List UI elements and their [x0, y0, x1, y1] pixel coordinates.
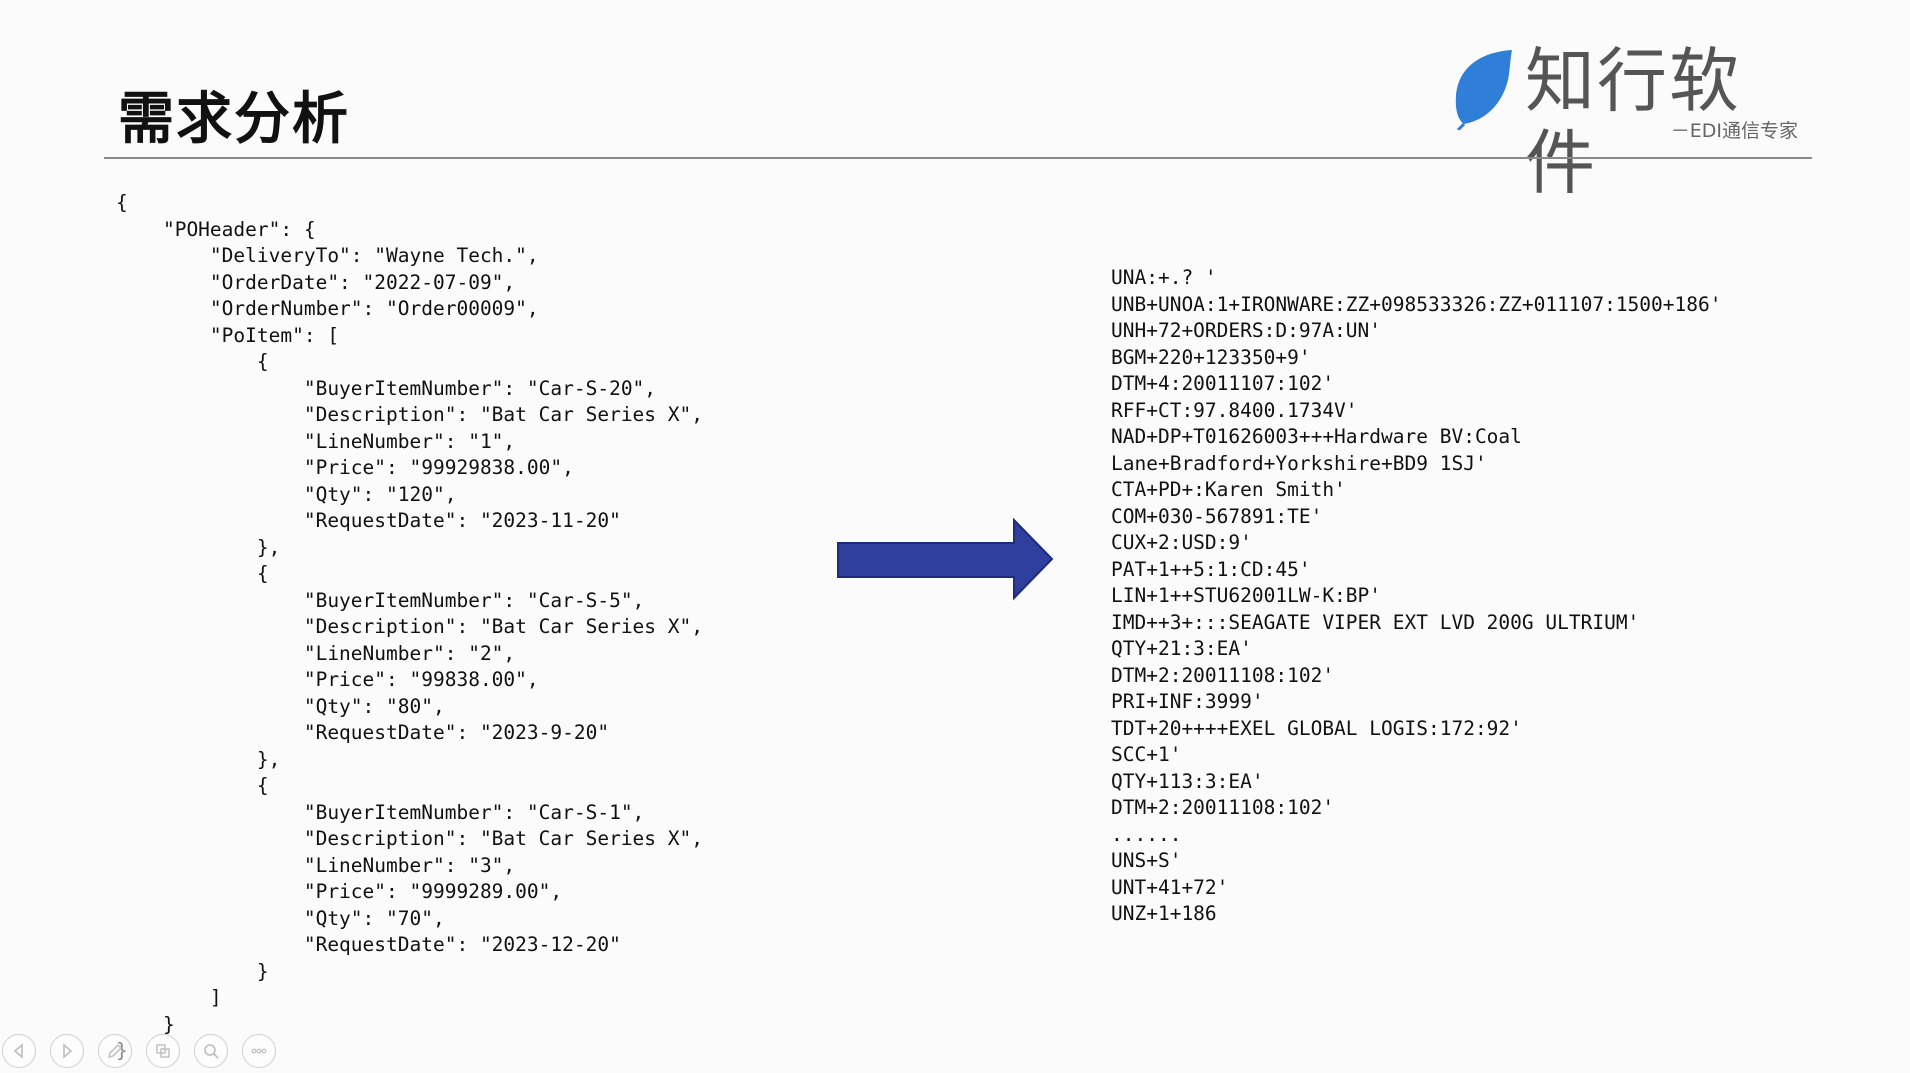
zoom-button[interactable] — [194, 1034, 228, 1068]
next-slide-button[interactable] — [50, 1034, 84, 1068]
json-code-line: "BuyerItemNumber": "Car-S-5", — [116, 588, 645, 612]
json-code-line: "Qty": "80", — [116, 694, 445, 718]
more-options-button[interactable] — [242, 1034, 276, 1068]
edi-code-line: CUX+2:USD:9' — [1111, 531, 1252, 554]
json-code-line: "POHeader": { — [116, 217, 316, 241]
json-code-line: "LineNumber": "1", — [116, 429, 516, 453]
slide-overview-button[interactable] — [146, 1034, 180, 1068]
json-code-line: { — [116, 774, 269, 797]
logo-subtitle: －EDI通信专家 — [1670, 120, 1798, 142]
json-code-line: "PoItem": [ — [116, 323, 340, 347]
edi-code-block: UNA:+.? ' UNB+UNOA:1+IRONWARE:ZZ+09853332… — [1111, 265, 1721, 928]
json-code-line: "DeliveryTo": "Wayne Tech.", — [116, 244, 539, 267]
magnifier-icon — [204, 1044, 219, 1059]
edi-code-line: ...... — [1111, 822, 1182, 846]
json-code-line: "LineNumber": "2", — [116, 641, 516, 665]
json-code-line: "RequestDate": "2023-11-20" — [116, 509, 621, 532]
json-code-line: "Price": "9999289.00", — [116, 880, 563, 903]
json-code-line: "Price": "99929838.00", — [116, 456, 574, 479]
json-code-line: "RequestDate": "2023-9-20" — [116, 721, 610, 744]
edi-code-line: RFF+CT:97.8400.1734V' — [1111, 398, 1358, 422]
title-divider — [104, 157, 1812, 159]
edi-code-line: QTY+113:3:EA' — [1111, 769, 1264, 793]
edi-code-line: NAD+DP+T01626003+++Hardware BV:Coal — [1111, 425, 1522, 448]
json-code-line: "OrderDate": "2022-07-09", — [116, 270, 516, 294]
json-code-line: "Description": "Bat Car Series X", — [116, 827, 703, 850]
slide-title: 需求分析 — [118, 87, 350, 152]
edi-code-line: DTM+4:20011107:102' — [1111, 372, 1335, 395]
json-code-line: "Qty": "120", — [116, 482, 457, 506]
edi-code-line: UNB+UNOA:1+IRONWARE:ZZ+098533326:ZZ+0111… — [1111, 292, 1722, 316]
logo-name: 知行软件 — [1525, 40, 1741, 204]
company-logo: 知行软件 －EDI通信专家 — [1450, 40, 1810, 204]
json-code-line: }, — [116, 747, 281, 771]
edi-code-line: TDT+20++++EXEL GLOBAL LOGIS:172:92' — [1111, 716, 1522, 740]
json-code-line: { — [116, 191, 128, 214]
edi-code-line: DTM+2:20011108:102' — [1111, 663, 1335, 687]
slides-icon — [156, 1044, 170, 1058]
edi-code-line: BGM+220+123350+9' — [1111, 345, 1311, 369]
json-code-line: "Qty": "70", — [116, 906, 445, 930]
arrow-right-icon — [63, 1043, 73, 1059]
json-code-line: "RequestDate": "2023-12-20" — [116, 933, 621, 956]
json-code-line: "Price": "99838.00", — [116, 668, 539, 691]
edi-code-line: Lane+Bradford+Yorkshire+BD9 1SJ' — [1111, 451, 1487, 475]
edi-code-line: IMD++3+:::SEAGATE VIPER EXT LVD 200G ULT… — [1111, 610, 1640, 634]
json-code-line: "BuyerItemNumber": "Car-S-1", — [116, 800, 645, 824]
json-code-line: "Description": "Bat Car Series X", — [116, 403, 703, 426]
edi-code-line: UNT+41+72' — [1111, 875, 1229, 899]
json-code-line: ] — [116, 986, 222, 1009]
edi-code-line: PAT+1++5:1:CD:45' — [1111, 557, 1311, 581]
json-code-line: { — [116, 350, 269, 373]
json-code-line: "OrderNumber": "Order00009", — [116, 297, 539, 320]
leaf-logo-icon — [1455, 50, 1512, 130]
json-code-line: "Description": "Bat Car Series X", — [116, 615, 703, 638]
previous-slide-button[interactable] — [2, 1034, 36, 1068]
edi-code-line: UNZ+1+186 — [1111, 902, 1217, 925]
json-code-line: } — [116, 959, 269, 983]
edi-code-line: SCC+1' — [1111, 743, 1182, 766]
edi-code-line: LIN+1++STU62001LW-K:BP' — [1111, 584, 1382, 607]
right-arrow-icon — [837, 518, 1054, 601]
more-icon — [251, 1048, 267, 1054]
edi-code-line: UNH+72+ORDERS:D:97A:UN' — [1111, 319, 1382, 342]
json-code-line: }, — [116, 535, 281, 559]
arrow-left-icon — [13, 1043, 23, 1059]
pen-tool-button[interactable] — [98, 1034, 132, 1068]
edi-code-line: DTM+2:20011108:102' — [1111, 796, 1335, 819]
pen-icon — [107, 1043, 123, 1059]
edi-code-line: UNA:+.? ' — [1111, 266, 1217, 289]
edi-code-line: PRI+INF:3999' — [1111, 690, 1264, 713]
edi-code-line: COM+030-567891:TE' — [1111, 504, 1323, 528]
json-code-line: { — [116, 562, 269, 585]
json-code-line: "LineNumber": "3", — [116, 853, 516, 877]
json-code-block: { "POHeader": { "DeliveryTo": "Wayne Tec… — [116, 190, 703, 1065]
edi-code-line: QTY+21:3:EA' — [1111, 637, 1252, 660]
json-code-line: } — [116, 1012, 175, 1036]
edi-code-line: UNS+S' — [1111, 849, 1182, 872]
json-code-line: "BuyerItemNumber": "Car-S-20", — [116, 376, 657, 400]
edi-code-line: CTA+PD+:Karen Smith' — [1111, 478, 1346, 501]
